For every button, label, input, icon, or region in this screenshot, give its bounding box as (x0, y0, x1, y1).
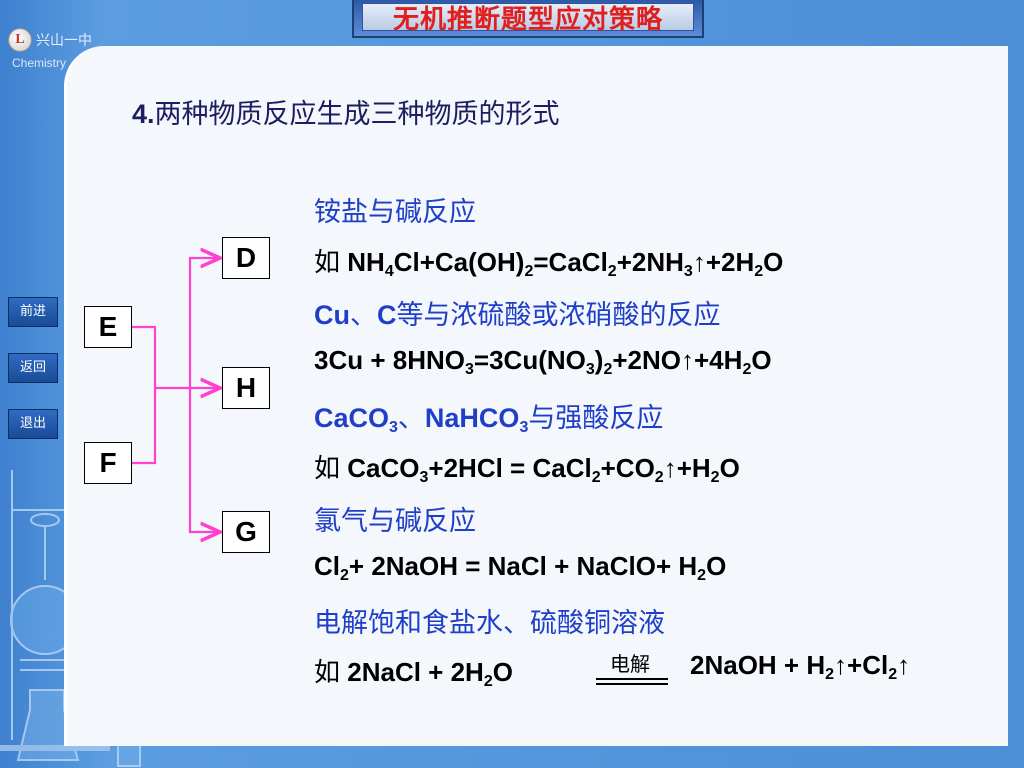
equals-bar-top (596, 678, 668, 680)
category-ammonium-salt: 铵盐与碱反应 (314, 197, 476, 228)
equation-ammonium: 如 NH4Cl+Ca(OH)2=CaCl2+2NH3↑+2H2O (314, 247, 784, 280)
box-h: H (222, 367, 270, 409)
connector-f (132, 388, 157, 465)
connector-to-g (188, 388, 218, 532)
back-button[interactable]: 返回 (8, 353, 58, 383)
section-heading: 4.两种物质反应生成三种物质的形式 (132, 92, 560, 131)
equation-electrolysis-rhs: 2NaOH + H2↑+Cl2↑ (690, 650, 911, 683)
box-e: E (84, 306, 132, 348)
connector-e (132, 325, 190, 390)
electrolysis-condition: 电解 (596, 648, 670, 688)
equation-carbonate: 如 CaCO3+2HCl = CaCl2+CO2↑+H2O (314, 453, 740, 486)
section-number: 4. (132, 99, 155, 129)
forward-button[interactable]: 前进 (8, 297, 58, 327)
box-g: G (222, 511, 270, 553)
school-emblem-icon: L (8, 28, 32, 52)
category-carbonate-acid: CaCO3、NaHCO3与强酸反应 (314, 403, 664, 436)
category-cu-c-acid: Cu、C等与浓硫酸或浓硝酸的反应 (314, 300, 721, 331)
equation-electrolysis-lhs: 如 2NaCl + 2H2O (314, 657, 513, 690)
equation-chlorine: Cl2+ 2NaOH = NaCl + NaClO+ H2O (314, 551, 727, 584)
school-name: 兴山一中 (36, 33, 92, 49)
school-logo: L 兴山一中 Chemistry (6, 26, 116, 72)
electrolysis-label: 电解 (610, 652, 650, 676)
box-d: D (222, 237, 270, 279)
exit-button[interactable]: 退出 (8, 409, 58, 439)
category-chlorine-base: 氯气与碱反应 (314, 506, 476, 537)
slide-title: 无机推断题型应对策略 (392, 4, 663, 34)
connector-to-d (188, 258, 218, 388)
equals-bar-bottom (596, 683, 668, 685)
subject-label: Chemistry (12, 56, 67, 70)
equation-copper-nitric: 3Cu + 8HNO3=3Cu(NO3)2+2NO↑+4H2O (314, 345, 772, 378)
category-electrolysis: 电解饱和食盐水、硫酸铜溶液 (314, 608, 665, 639)
title-tab: 无机推断题型应对策略 (352, 0, 704, 38)
section-heading-text: 两种物质反应生成三种物质的形式 (154, 99, 560, 130)
title-plate: 无机推断题型应对策略 (362, 3, 694, 34)
box-f: F (84, 442, 132, 484)
